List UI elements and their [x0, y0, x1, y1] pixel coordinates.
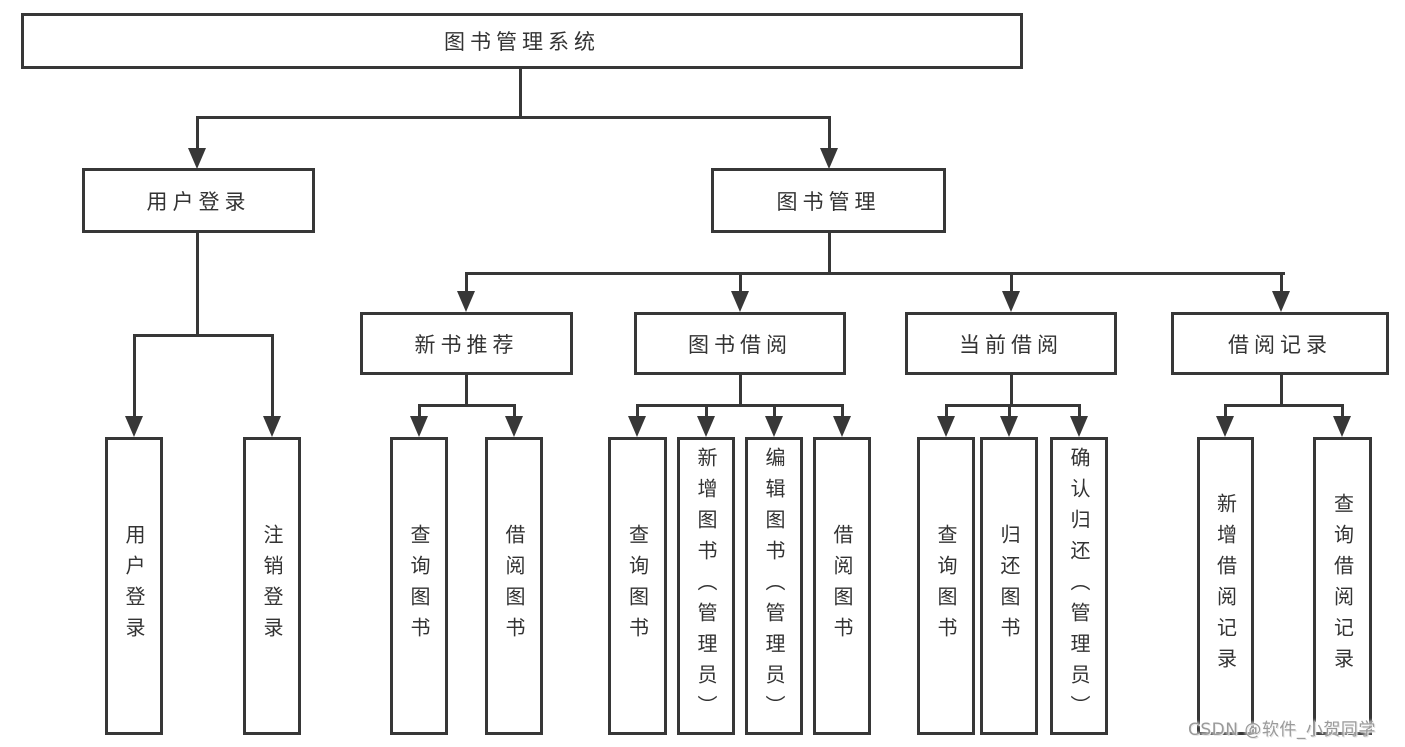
leaf-borrow-book-recommend: 借阅图书 [485, 437, 543, 735]
connector-line [133, 334, 274, 337]
connector-line [841, 404, 844, 419]
node-label: 借阅记录 [1228, 332, 1332, 357]
leaf-edit-book-admin: 编辑图书（管理员） [745, 437, 803, 735]
node-root: 图书管理系统 [21, 13, 1023, 69]
csdn-watermark: CSDN @软件_小贺同学 [1188, 720, 1376, 740]
leaf-borrow-book: 借阅图书 [813, 437, 871, 735]
node-new-book-recommend: 新书推荐 [360, 312, 573, 375]
leaf-add-borrow-record: 新增借阅记录 [1197, 437, 1254, 735]
arrow-down-icon [263, 416, 281, 437]
leaf-query-book-recommend: 查询图书 [390, 437, 448, 735]
node-label: 查询借阅记录 [1330, 493, 1355, 679]
leaf-query-book-borrow: 查询图书 [608, 437, 667, 735]
arrow-down-icon [410, 416, 428, 437]
node-label: 用户登录 [122, 524, 146, 648]
connector-line [196, 233, 199, 337]
node-label: 归还图书 [997, 524, 1021, 648]
node-label: 图书管理 [776, 189, 881, 214]
connector-line [636, 404, 844, 407]
connector-line [773, 404, 776, 419]
arrow-down-icon [937, 416, 955, 437]
arrow-down-icon [1216, 416, 1234, 437]
arrow-down-icon [765, 416, 783, 437]
connector-line [1280, 375, 1283, 406]
connector-line [1224, 404, 1227, 419]
connector-line [1008, 404, 1011, 419]
connector-line [945, 404, 1081, 407]
connector-line [196, 116, 831, 119]
leaf-query-borrow-record: 查询借阅记录 [1313, 437, 1372, 735]
leaf-return-book: 归还图书 [980, 437, 1038, 735]
node-label: 确认归还（管理员） [1067, 446, 1091, 726]
connector-line [636, 404, 639, 419]
node-label: 查询图书 [407, 524, 431, 648]
node-label: 新书推荐 [414, 332, 519, 357]
leaf-confirm-return-admin: 确认归还（管理员） [1050, 437, 1108, 735]
node-book-borrow: 图书借阅 [634, 312, 846, 375]
connector-line [945, 404, 948, 419]
arrow-down-icon [457, 291, 475, 312]
arrow-down-icon [1272, 291, 1290, 312]
connector-line [1010, 375, 1013, 406]
connector-line [519, 69, 522, 119]
arrow-down-icon [1333, 416, 1351, 437]
arrow-down-icon [1002, 291, 1020, 312]
connector-line [196, 116, 199, 149]
connector-line [465, 272, 468, 294]
connector-line [1010, 272, 1013, 294]
leaf-logout: 注销登录 [243, 437, 301, 735]
arrow-down-icon [697, 416, 715, 437]
arrow-down-icon [1000, 416, 1018, 437]
node-label: 图书管理系统 [444, 30, 600, 54]
connector-line [1078, 404, 1081, 419]
node-label: 查询图书 [625, 524, 650, 648]
arrow-down-icon [833, 416, 851, 437]
connector-line [1341, 404, 1344, 419]
node-borrow-record: 借阅记录 [1171, 312, 1389, 375]
node-label: 查询图书 [934, 524, 958, 648]
connector-line [133, 334, 136, 419]
node-label: 借阅图书 [502, 524, 526, 648]
connector-line [828, 233, 831, 274]
node-label: 新增图书（管理员） [694, 446, 718, 726]
connector-line [418, 404, 516, 407]
connector-line [1224, 404, 1344, 407]
node-label: 当前借阅 [959, 332, 1063, 357]
arrow-down-icon [1070, 416, 1088, 437]
arrow-down-icon [125, 416, 143, 437]
node-label: 用户登录 [146, 189, 251, 214]
connector-line [739, 375, 742, 406]
node-label: 编辑图书（管理员） [762, 446, 786, 726]
connector-line [465, 272, 1285, 275]
arrow-down-icon [731, 291, 749, 312]
leaf-query-current-borrow: 查询图书 [917, 437, 975, 735]
node-label: 注销登录 [260, 524, 284, 648]
connector-line [271, 334, 274, 419]
leaf-add-book-admin: 新增图书（管理员） [677, 437, 735, 735]
node-user-login: 用户登录 [82, 168, 315, 233]
connector-line [418, 404, 421, 419]
connector-line [739, 272, 742, 294]
node-current-borrow: 当前借阅 [905, 312, 1117, 375]
node-label: 新增借阅记录 [1213, 493, 1238, 679]
connector-line [705, 404, 708, 419]
arrow-down-icon [820, 148, 838, 169]
connector-line [1280, 272, 1283, 294]
connector-line [513, 404, 516, 419]
node-label: 图书借阅 [688, 332, 792, 357]
arrow-down-icon [188, 148, 206, 169]
leaf-user-login: 用户登录 [105, 437, 163, 735]
connector-line [828, 116, 831, 149]
connector-line [465, 375, 468, 406]
arrow-down-icon [628, 416, 646, 437]
node-book-management: 图书管理 [711, 168, 946, 233]
arrow-down-icon [505, 416, 523, 437]
node-label: 借阅图书 [830, 524, 854, 648]
